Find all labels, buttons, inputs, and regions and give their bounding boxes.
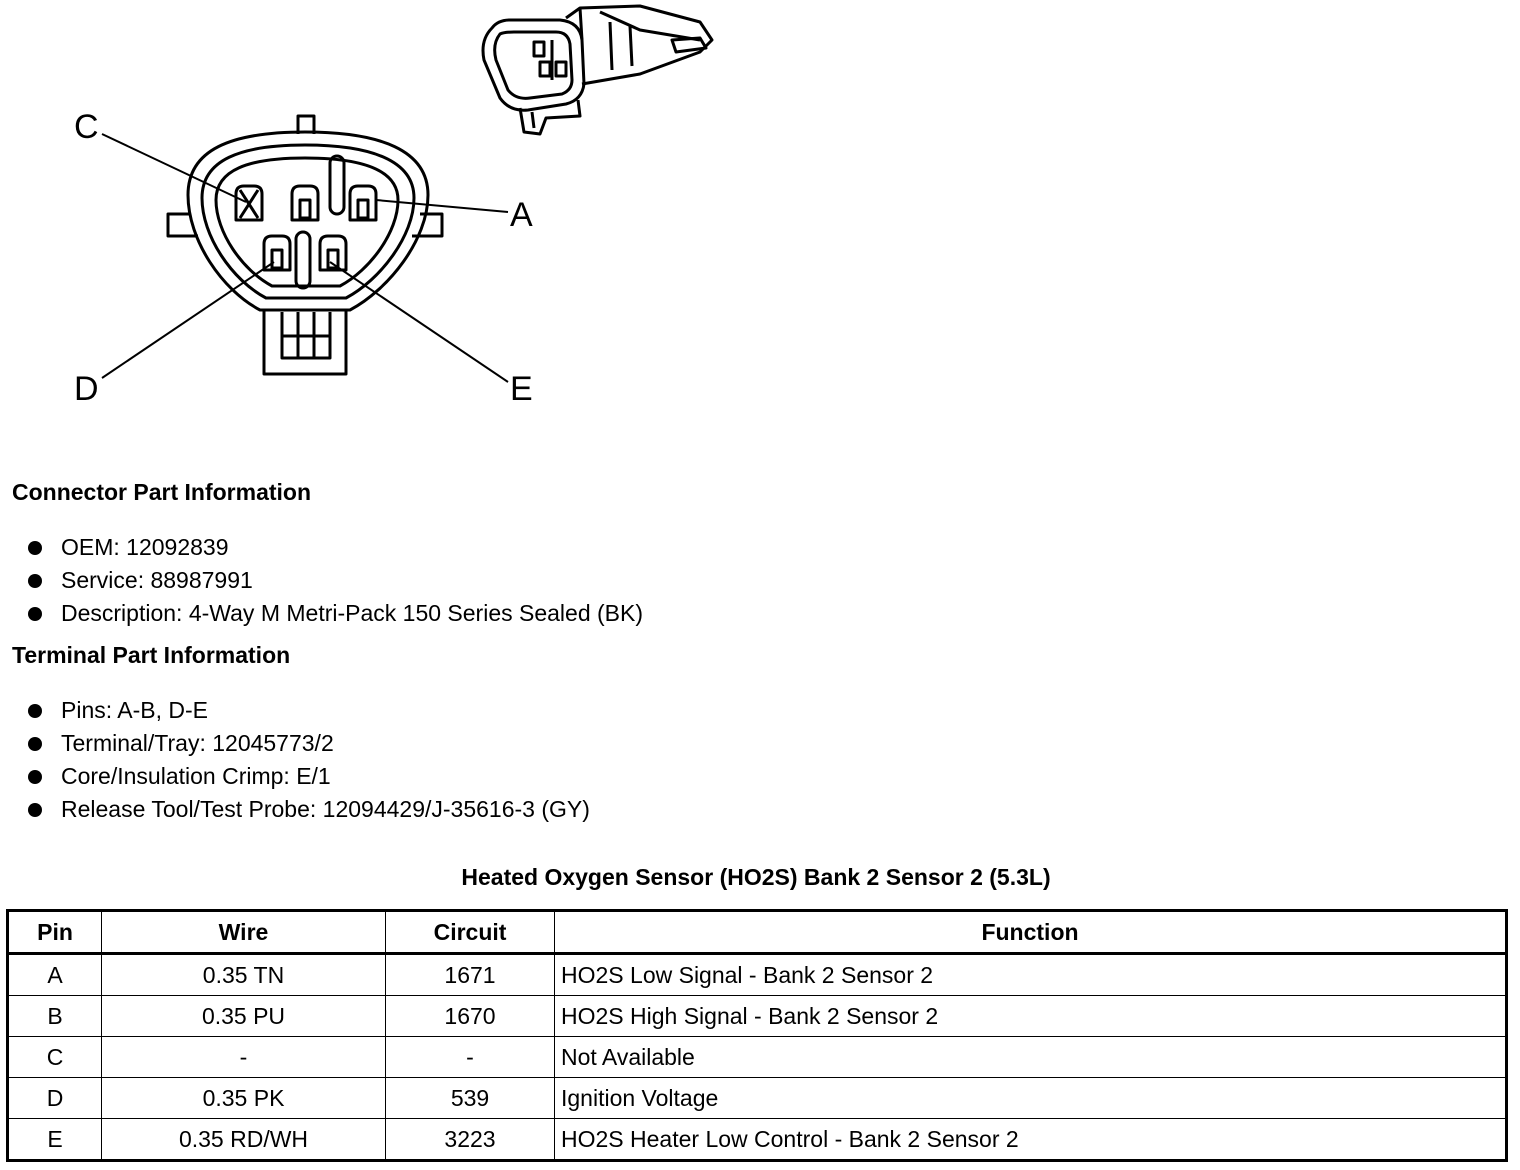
cell-circuit: 1671 — [385, 953, 555, 996]
bullet-icon — [28, 703, 42, 718]
cell-function: HO2S Heater Low Control - Bank 2 Sensor … — [554, 1118, 1507, 1161]
cell-pin: B — [7, 995, 102, 1037]
table-title: Heated Oxygen Sensor (HO2S) Bank 2 Senso… — [461, 864, 1051, 890]
cell-function: Ignition Voltage — [554, 1077, 1507, 1119]
header-wire: Wire — [101, 910, 386, 955]
header-pin: Pin — [7, 910, 102, 955]
table-row: C - - Not Available — [7, 1036, 1507, 1078]
cell-circuit: 3223 — [385, 1118, 555, 1161]
cell-pin: D — [7, 1077, 102, 1119]
cell-wire: - — [101, 1036, 386, 1078]
table-header-row: Pin Wire Circuit Function — [7, 910, 1507, 955]
terminal-part-heading: Terminal Part Information — [12, 642, 291, 668]
pin-table: Pin Wire Circuit Function A 0.35 TN 1671… — [6, 909, 1508, 1162]
cell-pin: C — [7, 1036, 102, 1078]
cell-wire: 0.35 PK — [101, 1077, 386, 1119]
cell-circuit: 539 — [385, 1077, 555, 1119]
header-function: Function — [554, 910, 1507, 955]
connector-face — [166, 114, 444, 376]
bullet-icon — [28, 606, 42, 621]
bullet-icon — [28, 769, 42, 784]
pin-label-a: A — [510, 196, 533, 234]
list-item: Pins: A-B, D-E — [28, 694, 590, 727]
pin-label-d: D — [74, 370, 99, 408]
cell-function: HO2S High Signal - Bank 2 Sensor 2 — [554, 995, 1507, 1037]
list-item: Description: 4-Way M Metri-Pack 150 Seri… — [28, 597, 643, 630]
list-item: Service: 88987991 — [28, 564, 643, 597]
table-row: D 0.35 PK 539 Ignition Voltage — [7, 1077, 1507, 1119]
cell-circuit: 1670 — [385, 995, 555, 1037]
list-item: Terminal/Tray: 12045773/2 — [28, 727, 590, 760]
cell-pin: E — [7, 1118, 102, 1161]
connector-diagram: C A D E — [74, 4, 714, 408]
connector-part-heading: Connector Part Information — [12, 479, 312, 505]
leader-lines — [101, 133, 509, 383]
pin-label-c: C — [74, 108, 99, 146]
list-item: Release Tool/Test Probe: 12094429/J-3561… — [28, 793, 590, 826]
connector-part-list: OEM: 12092839 Service: 88987991 Descript… — [28, 531, 643, 630]
cell-function: Not Available — [554, 1036, 1507, 1078]
cell-function: HO2S Low Signal - Bank 2 Sensor 2 — [554, 953, 1507, 996]
cell-pin: A — [7, 953, 102, 996]
bullet-icon — [28, 802, 42, 817]
bullet-icon — [28, 540, 42, 555]
table-row: E 0.35 RD/WH 3223 HO2S Heater Low Contro… — [7, 1118, 1507, 1161]
header-circuit: Circuit — [385, 910, 555, 955]
pin-label-e: E — [510, 370, 533, 408]
cell-wire: 0.35 TN — [101, 953, 386, 996]
cell-circuit: - — [385, 1036, 555, 1078]
table-row: A 0.35 TN 1671 HO2S Low Signal - Bank 2 … — [7, 953, 1507, 996]
bullet-icon — [28, 573, 42, 588]
cell-wire: 0.35 PU — [101, 995, 386, 1037]
terminal-part-list: Pins: A-B, D-E Terminal/Tray: 12045773/2… — [28, 694, 590, 826]
list-item: OEM: 12092839 — [28, 531, 643, 564]
list-item: Core/Insulation Crimp: E/1 — [28, 760, 590, 793]
connector-3d-illustration — [481, 4, 714, 136]
table-row: B 0.35 PU 1670 HO2S High Signal - Bank 2… — [7, 995, 1507, 1037]
cell-wire: 0.35 RD/WH — [101, 1118, 386, 1161]
bullet-icon — [28, 736, 42, 751]
